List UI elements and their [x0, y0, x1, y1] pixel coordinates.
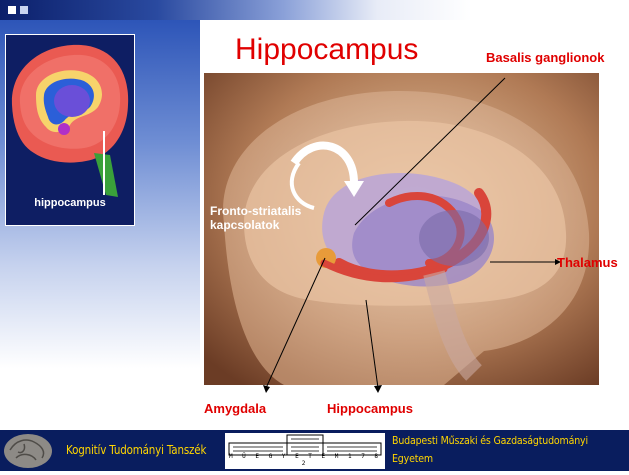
- label-amygdala: Amygdala: [204, 401, 266, 416]
- university-logo: M Ű E G Y E T E M 1 7 8 2: [225, 433, 385, 469]
- slide-title: Hippocampus: [235, 33, 418, 67]
- logo-caption: M Ű E G Y E T E M 1 7 8 2: [225, 453, 385, 467]
- label-fronto-striatalis: Fronto-striatalis kapcsolatok: [210, 204, 320, 232]
- footer-bar: Kognitív Tudományi Tanszék M Ű E G Y E T…: [0, 430, 629, 471]
- bullet-square-icon: [8, 6, 16, 14]
- label-basalis-ganglionok: Basalis ganglionok: [486, 50, 604, 65]
- side-panel: hippocampus: [0, 20, 200, 430]
- bullet-square-icon: [20, 6, 28, 14]
- thumbnail-caption: hippocampus: [6, 197, 134, 209]
- footer-brain-icon: [2, 432, 54, 470]
- footer-university-line1: Budapesti Műszaki és Gazdaságtudományi: [392, 434, 588, 447]
- label-hippocampus: Hippocampus: [327, 401, 413, 416]
- footer-university-line2: Egyetem: [392, 452, 433, 465]
- label-thalamus: Thalamus: [557, 255, 618, 270]
- top-header-strip: [0, 0, 629, 20]
- brain-thumbnail-image: hippocampus: [5, 34, 135, 226]
- footer-department: Kognitív Tudományi Tanszék: [66, 443, 206, 457]
